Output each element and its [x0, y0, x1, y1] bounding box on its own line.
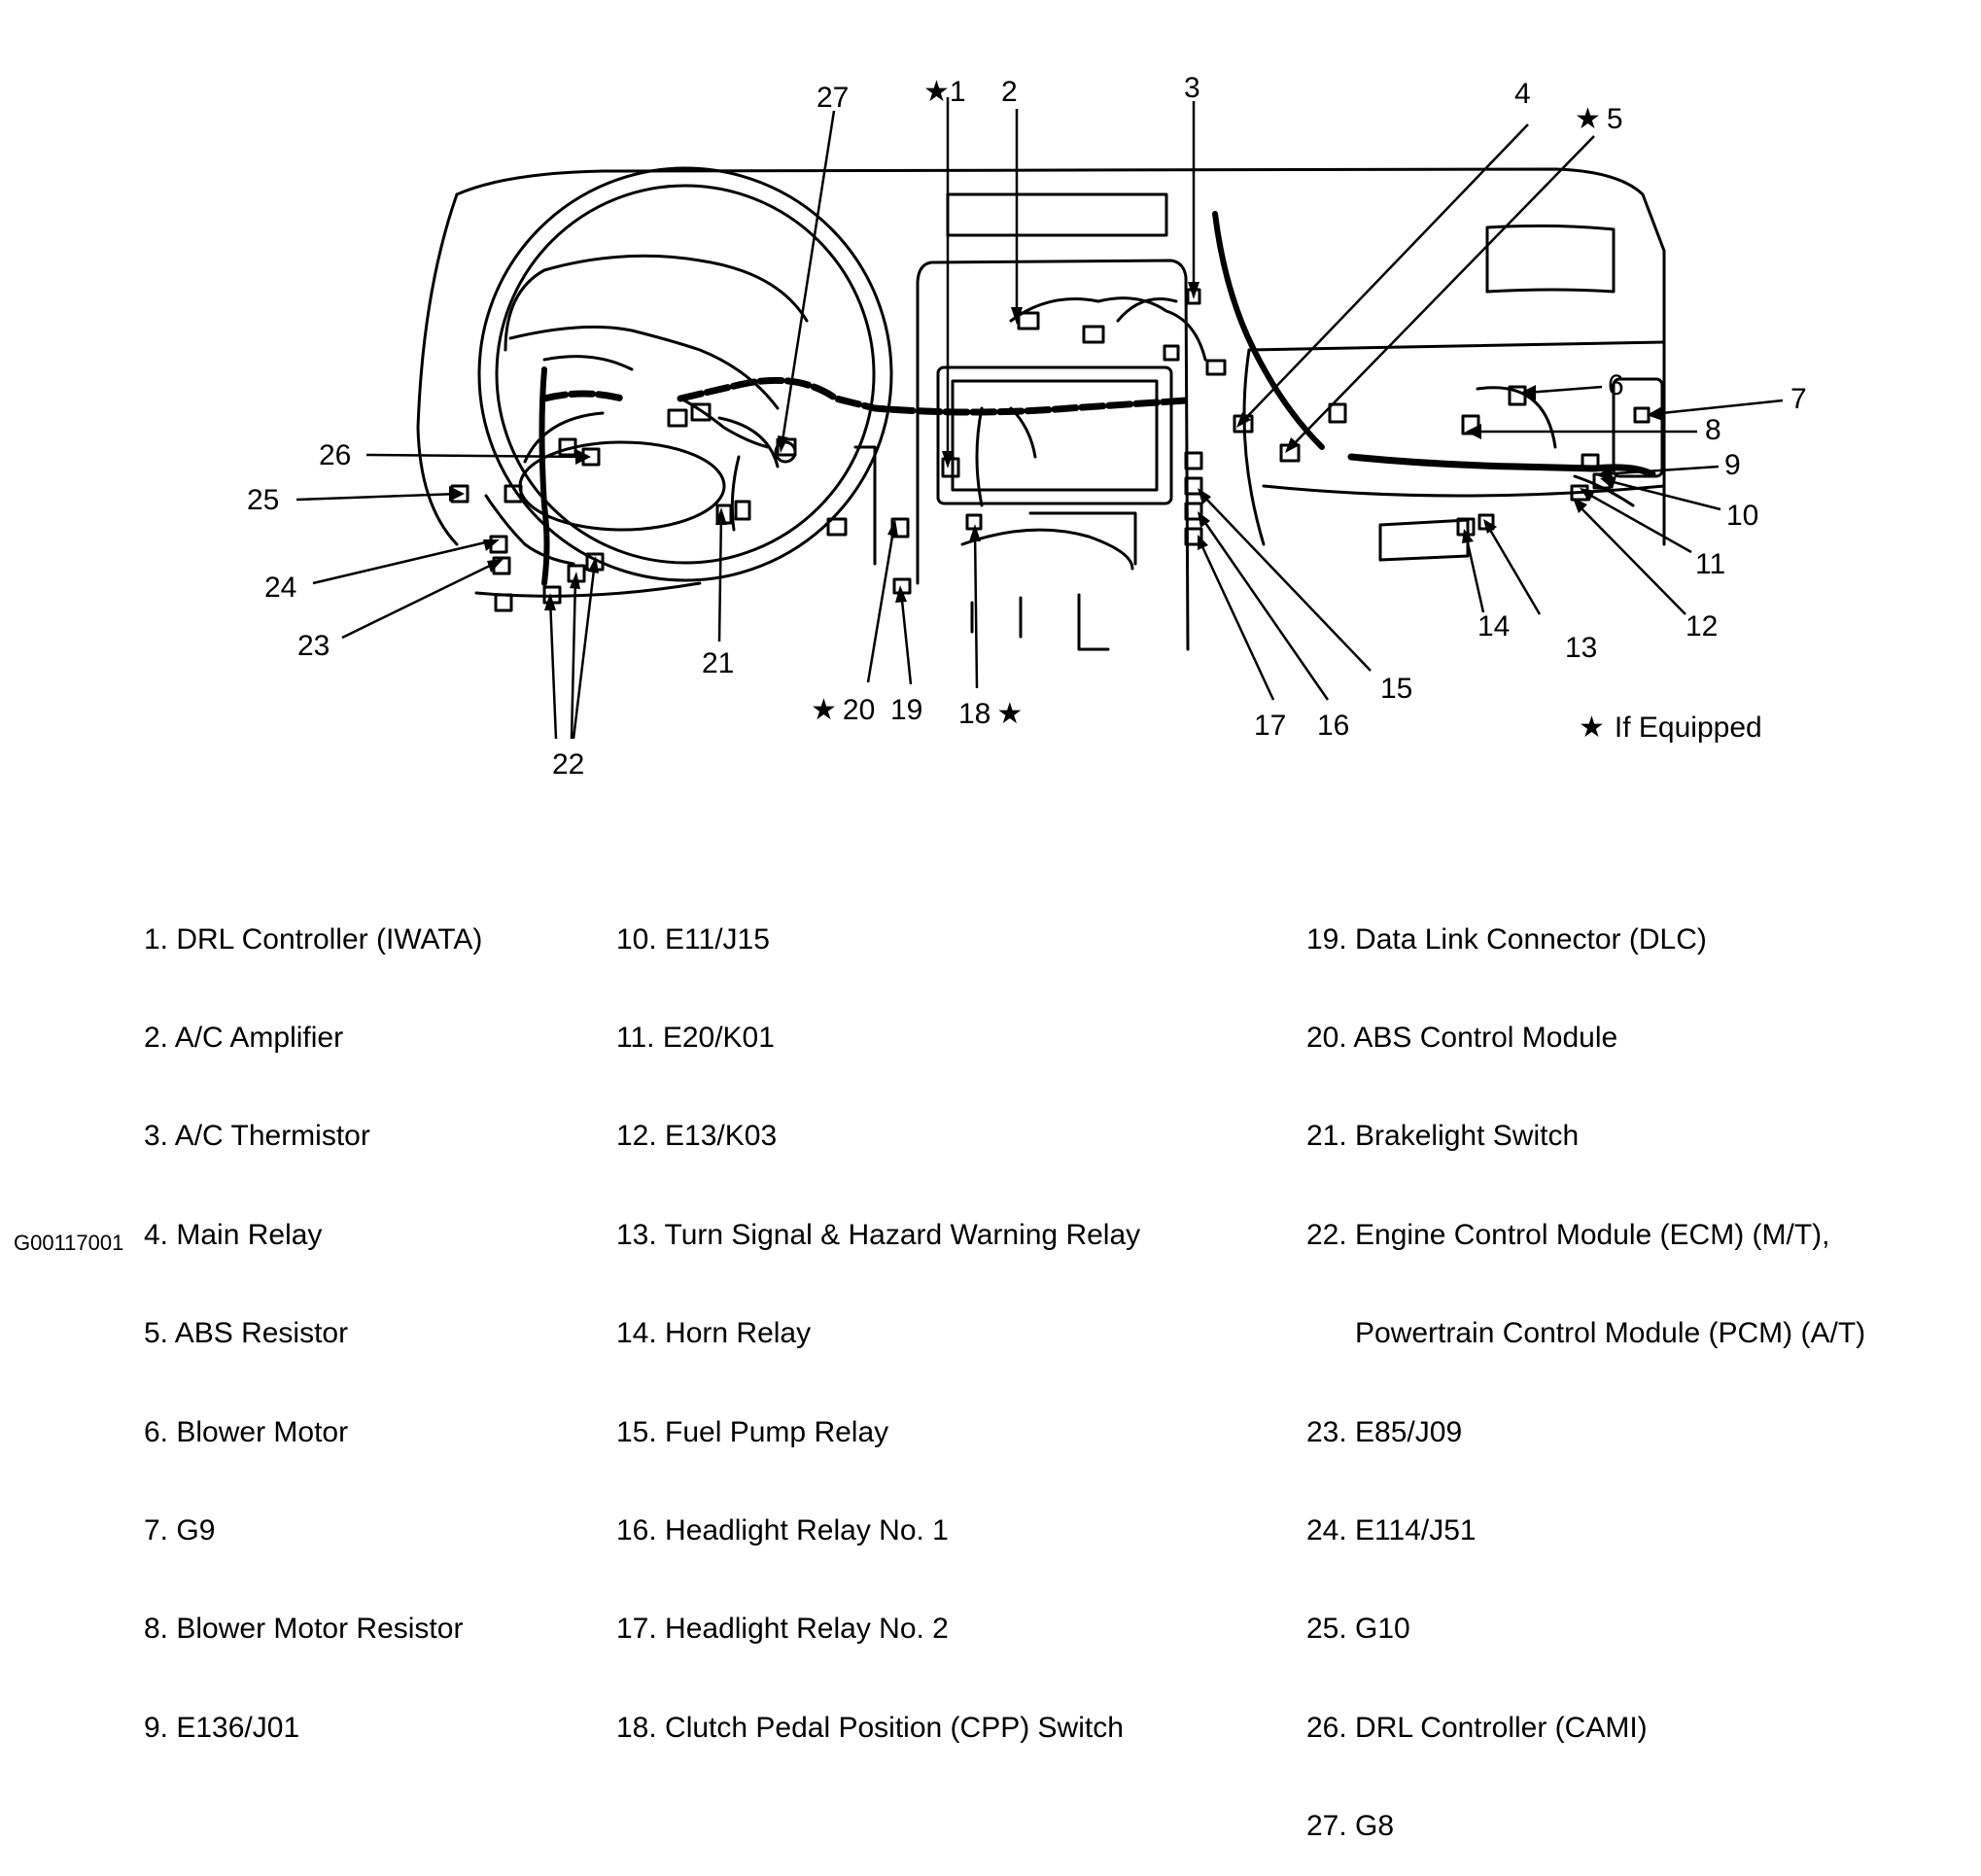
callout-13: 13 [1565, 632, 1597, 664]
callout-labels: ★1 2 3 4 ★5 6 7 8 9 10 11 12 13 14 15 16… [247, 72, 1807, 781]
legend-item: 27. G8 [1306, 1810, 1395, 1843]
callout-7: 7 [1790, 383, 1807, 415]
if-equipped-note: ★If Equipped [1579, 712, 1762, 744]
legend-item: 6. Blower Motor [144, 1415, 349, 1448]
callout-9: 9 [1724, 449, 1741, 481]
callout-2: 2 [1001, 76, 1018, 108]
callout-23: 23 [297, 630, 330, 662]
star-icon: ★ [1575, 103, 1601, 135]
callout-26: 26 [319, 439, 351, 471]
legend-item: 2. A/C Amplifier [144, 1021, 344, 1054]
legend-item: Powertrain Control Module (PCM) (A/T) [1306, 1317, 1866, 1350]
star-icon: ★ [996, 698, 1023, 730]
legend-item: 14. Horn Relay [616, 1317, 812, 1350]
callout-14: 14 [1477, 610, 1510, 643]
legend-item: 16. Headlight Relay No. 1 [616, 1513, 949, 1546]
legend-item: 15. Fuel Pump Relay [616, 1415, 889, 1448]
legend-item: 4. Main Relay [144, 1218, 323, 1251]
callout-3: 3 [1184, 72, 1200, 104]
legend-item: 20. ABS Control Module [1306, 1021, 1618, 1054]
legend-column-2: 10. E11/J15 11. E20/K01 12. E13/K03 13. … [616, 857, 1140, 1777]
legend-item: 21. Brakelight Switch [1306, 1120, 1580, 1153]
legend-item: 26. DRL Controller (CAMI) [1306, 1711, 1648, 1744]
callout-15: 15 [1380, 673, 1412, 705]
legend-column-3: 19. Data Link Connector (DLC) 20. ABS Co… [1306, 857, 1865, 1876]
legend-item: 23. E85/J09 [1306, 1415, 1463, 1448]
legend-item: 10. E11/J15 [616, 922, 770, 955]
callout-22: 22 [552, 748, 584, 781]
callout-21: 21 [702, 647, 734, 679]
legend-item: 17. Headlight Relay No. 2 [616, 1613, 949, 1646]
callout-11: 11 [1695, 548, 1725, 580]
legend-item: 5. ABS Resistor [144, 1317, 349, 1350]
callout-5: ★5 [1575, 103, 1623, 135]
callout-24: 24 [264, 572, 296, 604]
leader-lines [295, 97, 1784, 740]
legend-item: 3. A/C Thermistor [144, 1120, 370, 1153]
callout-1: ★1 [923, 76, 966, 108]
legend-item: 18. Clutch Pedal Position (CPP) Switch [616, 1711, 1124, 1744]
callout-12: 12 [1686, 610, 1718, 643]
legend-item: 7. G9 [144, 1513, 216, 1546]
callout-4: 4 [1514, 78, 1531, 110]
star-icon: ★ [811, 694, 837, 726]
dashboard-drawing [416, 166, 1666, 651]
legend-item: 8. Blower Motor Resistor [144, 1613, 464, 1646]
callout-17: 17 [1254, 710, 1286, 742]
callout-25: 25 [247, 484, 279, 516]
legend-item: 1. DRL Controller (IWATA) [144, 922, 483, 955]
legend-item: 11. E20/K01 [616, 1021, 775, 1054]
legend-item: 22. Engine Control Module (ECM) (M/T), [1306, 1218, 1830, 1251]
legend-item: 12. E13/K03 [616, 1120, 778, 1153]
legend-item: 25. G10 [1306, 1613, 1410, 1646]
callout-6: 6 [1608, 369, 1624, 401]
star-icon: ★ [923, 76, 950, 108]
component-locator-diagram: ★1 2 3 4 ★5 6 7 8 9 10 11 12 13 14 15 16… [247, 72, 1807, 781]
callout-19: 19 [890, 694, 922, 726]
callout-8: 8 [1705, 414, 1721, 446]
legend-item: 24. E114/J51 [1306, 1513, 1477, 1546]
legend-item: 19. Data Link Connector (DLC) [1306, 922, 1707, 955]
legend-item: 9. E136/J01 [144, 1711, 300, 1744]
callout-20: ★20 [811, 694, 875, 726]
callout-27: 27 [817, 82, 849, 114]
arrowheads [449, 282, 1663, 610]
star-icon: ★ [1579, 712, 1605, 744]
legend-column-1: 1. DRL Controller (IWATA) 2. A/C Amplifi… [144, 857, 482, 1777]
callout-16: 16 [1317, 710, 1349, 742]
figure-code: G00117001 [14, 1231, 124, 1255]
legend-item: 13. Turn Signal & Hazard Warning Relay [616, 1218, 1141, 1251]
callout-18: 18★ [958, 698, 1023, 730]
callout-10: 10 [1726, 500, 1758, 532]
